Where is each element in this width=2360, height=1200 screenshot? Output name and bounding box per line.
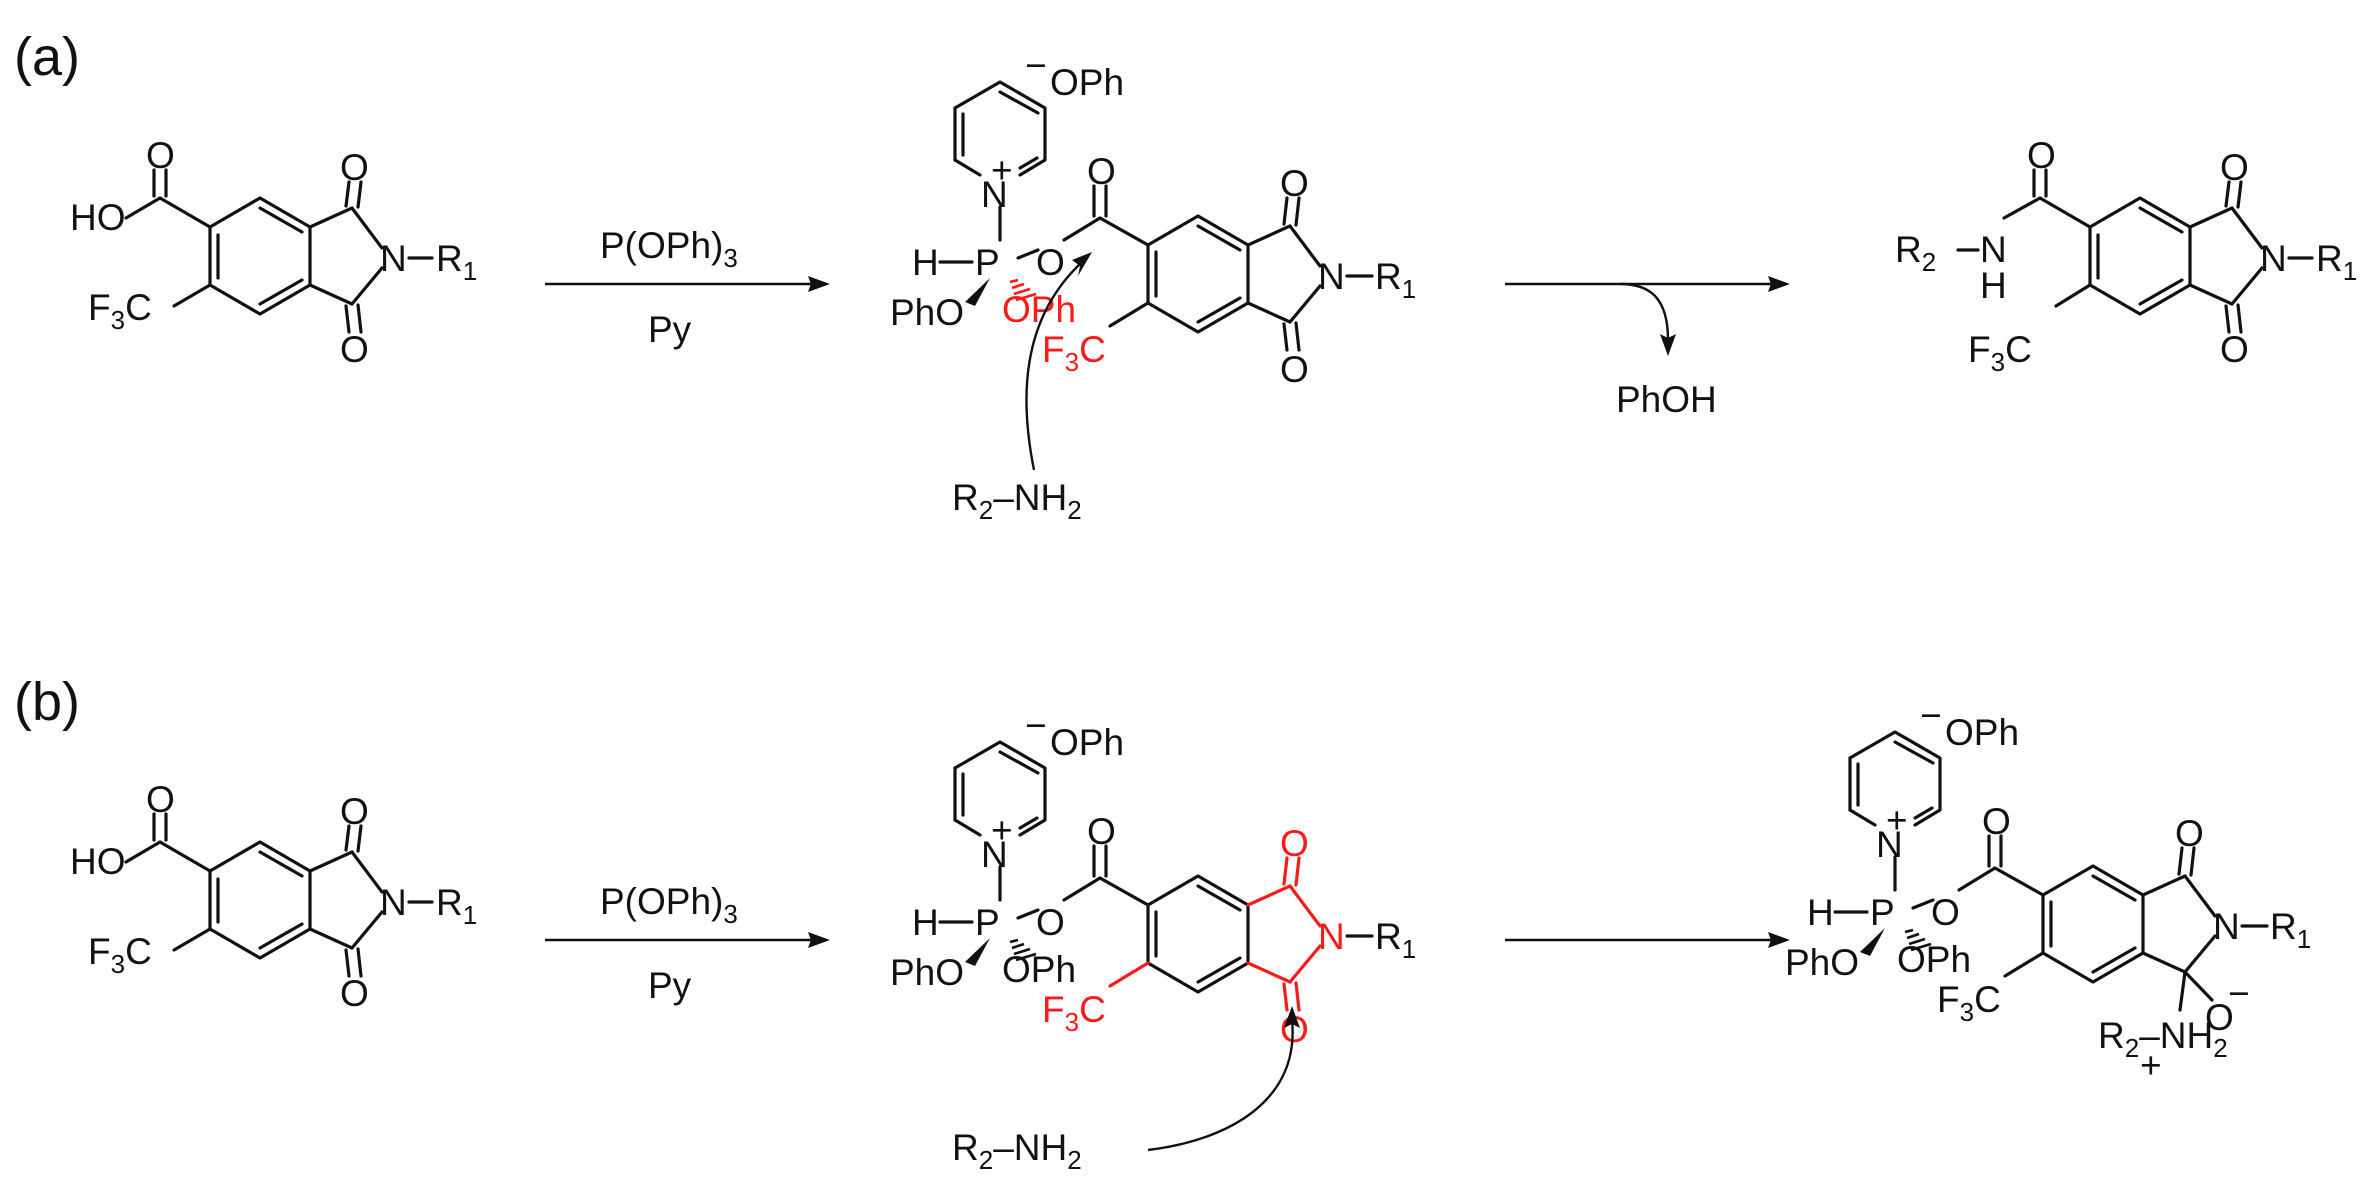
svg-text:O: O (1087, 811, 1116, 852)
svg-text:N: N (1876, 824, 1903, 865)
svg-text:OPh: OPh (1945, 712, 2019, 753)
svg-text:F3C: F3C (1042, 329, 1106, 377)
svg-text:F3C: F3C (88, 931, 152, 979)
svg-text:OPh: OPh (1002, 949, 1076, 990)
svg-text:R1: R1 (2316, 238, 2357, 286)
svg-text:−: − (1025, 45, 1047, 86)
svg-text:HO: HO (70, 841, 126, 882)
svg-text:O: O (1036, 242, 1065, 283)
svg-text:N: N (1318, 916, 1345, 957)
svg-text:O: O (146, 135, 175, 176)
starting-material-a: O O N R1 O HO F3C (70, 135, 477, 370)
svg-text:PhO: PhO (1785, 942, 1859, 983)
svg-text:N: N (981, 174, 1008, 215)
svg-text:−: − (1025, 705, 1047, 746)
svg-text:PhO: PhO (890, 952, 964, 993)
svg-text:N: N (1980, 229, 2007, 270)
svg-text:O: O (1982, 801, 2011, 842)
svg-text:O: O (340, 973, 369, 1014)
svg-text:R2–NH2: R2–NH2 (2098, 1015, 2228, 1063)
svg-text:P: P (1870, 892, 1895, 933)
svg-text:HO: HO (70, 197, 126, 238)
svg-text:R2: R2 (1895, 229, 1936, 277)
reaction-arrow-a2: PhOH (1505, 276, 1790, 420)
reaction-arrow-a1: P(OPh)3 Py (545, 225, 830, 350)
svg-text:O: O (1280, 349, 1309, 390)
reaction-arrow-b1: P(OPh)3 Py (545, 881, 830, 1006)
svg-text:O: O (146, 779, 175, 820)
svg-text:+: + (991, 810, 1013, 851)
svg-text:O: O (1036, 902, 1065, 943)
svg-text:PhO: PhO (890, 292, 964, 333)
svg-text:O: O (1931, 892, 1960, 933)
svg-text:H: H (1980, 265, 2007, 306)
svg-text:R1: R1 (1375, 916, 1416, 964)
svg-text:OPh: OPh (1050, 722, 1124, 763)
svg-text:H: H (912, 902, 939, 943)
svg-text:F3C: F3C (1042, 989, 1106, 1037)
svg-text:O: O (2205, 997, 2234, 1038)
svg-text:O: O (340, 791, 369, 832)
panel-label-b: (b) (14, 672, 80, 732)
svg-text:O: O (1280, 823, 1309, 864)
svg-text:R1: R1 (436, 238, 477, 286)
svg-text:P(OPh)3: P(OPh)3 (600, 225, 738, 273)
svg-text:F3C: F3C (1968, 329, 2032, 377)
svg-text:Py: Py (648, 965, 692, 1006)
starting-material-b: O O N R1 O HO F3C (70, 779, 477, 1014)
svg-text:R1: R1 (1375, 256, 1416, 304)
svg-text:F3C: F3C (88, 287, 152, 335)
svg-text:R1: R1 (436, 882, 477, 930)
svg-text:R2–NH2: R2–NH2 (952, 477, 1082, 525)
svg-text:P: P (975, 242, 1000, 283)
svg-text:OPh: OPh (1897, 939, 1971, 980)
svg-text:O: O (340, 329, 369, 370)
svg-text:P: P (975, 902, 1000, 943)
svg-text:H: H (1807, 892, 1834, 933)
svg-text:+: + (1886, 800, 1908, 841)
svg-text:N: N (2260, 238, 2287, 279)
svg-text:N: N (981, 834, 1008, 875)
svg-text:PhOH: PhOH (1616, 379, 1717, 420)
svg-text:+: + (2140, 1045, 2162, 1086)
svg-text:+: + (991, 150, 1013, 191)
svg-text:O: O (2220, 329, 2249, 370)
svg-text:R2–NH2: R2–NH2 (952, 1127, 1082, 1175)
svg-text:−: − (2228, 973, 2250, 1014)
reaction-arrow-b2 (1505, 932, 1790, 948)
svg-text:O: O (340, 147, 369, 188)
svg-text:N: N (2213, 906, 2240, 947)
svg-text:R1: R1 (2270, 906, 2311, 954)
svg-text:O: O (2220, 147, 2249, 188)
svg-text:P(OPh)3: P(OPh)3 (600, 881, 738, 929)
svg-text:−: − (1920, 695, 1942, 736)
svg-text:O: O (2175, 813, 2204, 854)
svg-text:OPh: OPh (1050, 62, 1124, 103)
svg-text:N: N (380, 238, 407, 279)
svg-text:O: O (1087, 151, 1116, 192)
svg-text:O: O (2027, 135, 2056, 176)
svg-text:F3C: F3C (1937, 979, 2001, 1027)
panel-label-a: (a) (14, 27, 80, 87)
svg-text:N: N (1318, 256, 1345, 297)
svg-text:N: N (380, 882, 407, 923)
svg-text:H: H (912, 242, 939, 283)
svg-text:Py: Py (648, 309, 692, 350)
intermediate-a: N + − OPh H P O O PhO OPh F3C O O N R1 R… (890, 45, 1416, 525)
product-b-tetrahedral-adduct: N + − OPh H P O O PhO OPh F3C O N R1 O −… (1785, 695, 2311, 1086)
intermediate-b: O O N F3C N + − OPh H P O O PhO OPh R1 R… (890, 705, 1416, 1175)
product-a-amide: O O N R1 O N H R2 F3C (1895, 135, 2357, 377)
svg-text:O: O (1280, 163, 1309, 204)
